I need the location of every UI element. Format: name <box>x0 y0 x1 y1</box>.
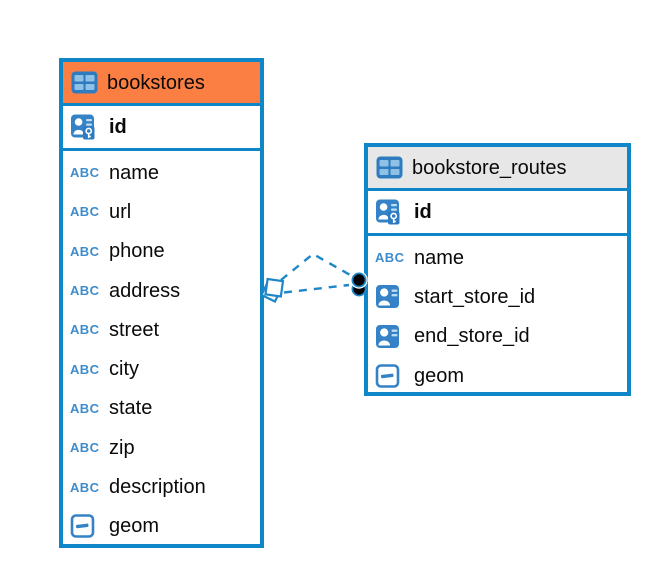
text-type-icon: ABC <box>70 400 100 416</box>
column-name: geom <box>109 515 160 538</box>
table-bookstore-routes[interactable]: bookstore_routes id ABC name <box>364 143 631 396</box>
table-bookstores[interactable]: bookstores id ABC name ABC url <box>59 58 264 548</box>
column-name: geom <box>414 364 465 387</box>
table-row[interactable]: id <box>63 106 260 151</box>
column-name: end_store_id <box>414 325 530 348</box>
column-name: name <box>109 161 160 184</box>
table-header-bookstores[interactable]: bookstores <box>63 62 260 106</box>
geometry-type-icon <box>375 363 405 389</box>
column-name: address <box>109 279 181 302</box>
table-row[interactable]: ABC url <box>63 192 260 231</box>
table-row[interactable]: start_store_id <box>368 277 627 316</box>
text-type-icon: ABC <box>70 322 100 338</box>
table-row[interactable]: ABC phone <box>63 232 260 271</box>
table-row[interactable]: ABC zip <box>63 428 260 467</box>
table-row[interactable]: end_store_id <box>368 317 627 356</box>
table-row[interactable]: ABC state <box>63 389 260 428</box>
relationship-line[interactable] <box>280 252 353 281</box>
table-row[interactable]: ABC description <box>63 467 260 506</box>
text-type-icon: ABC <box>70 283 100 299</box>
column-name: id <box>414 201 432 223</box>
primary-key-icon <box>70 113 100 141</box>
text-type-icon: ABC <box>375 250 405 266</box>
column-name: phone <box>109 240 165 263</box>
table-icon <box>376 156 403 179</box>
table-row[interactable]: ABC name <box>63 153 260 192</box>
table-row[interactable]: ABC name <box>368 238 627 277</box>
table-title: bookstore_routes <box>412 156 567 179</box>
foreign-key-icon <box>375 283 405 310</box>
text-type-icon: ABC <box>70 165 100 181</box>
column-name: name <box>414 246 465 269</box>
relationship-line[interactable] <box>283 283 350 294</box>
table-header-bookstore-routes[interactable]: bookstore_routes <box>368 147 627 191</box>
table-row[interactable]: ABC address <box>63 271 260 310</box>
geometry-type-icon <box>70 513 100 539</box>
column-name: url <box>109 200 132 223</box>
column-name: street <box>109 318 160 341</box>
column-list: ABC name ABC url ABC phone ABC address A… <box>63 151 260 546</box>
table-row[interactable]: geom <box>63 507 260 546</box>
primary-key-icon <box>375 198 405 226</box>
text-type-icon: ABC <box>70 204 100 220</box>
foreign-key-icon <box>375 323 405 350</box>
table-row[interactable]: geom <box>368 356 627 395</box>
column-name: description <box>109 476 206 499</box>
column-name: zip <box>109 436 135 459</box>
table-row[interactable]: ABC street <box>63 310 260 349</box>
table-row[interactable]: id <box>368 191 627 236</box>
text-type-icon: ABC <box>70 479 100 495</box>
column-list: ABC name start_store_id <box>368 236 627 395</box>
table-icon <box>71 71 98 94</box>
column-name: city <box>109 358 139 381</box>
table-row[interactable]: ABC city <box>63 349 260 388</box>
text-type-icon: ABC <box>70 361 100 377</box>
one-side-square-marker <box>260 277 285 303</box>
column-name: start_store_id <box>414 285 536 308</box>
text-type-icon: ABC <box>70 440 100 456</box>
column-name: state <box>109 397 153 420</box>
table-title: bookstores <box>107 71 205 94</box>
column-name: id <box>109 116 127 138</box>
text-type-icon: ABC <box>70 243 100 259</box>
